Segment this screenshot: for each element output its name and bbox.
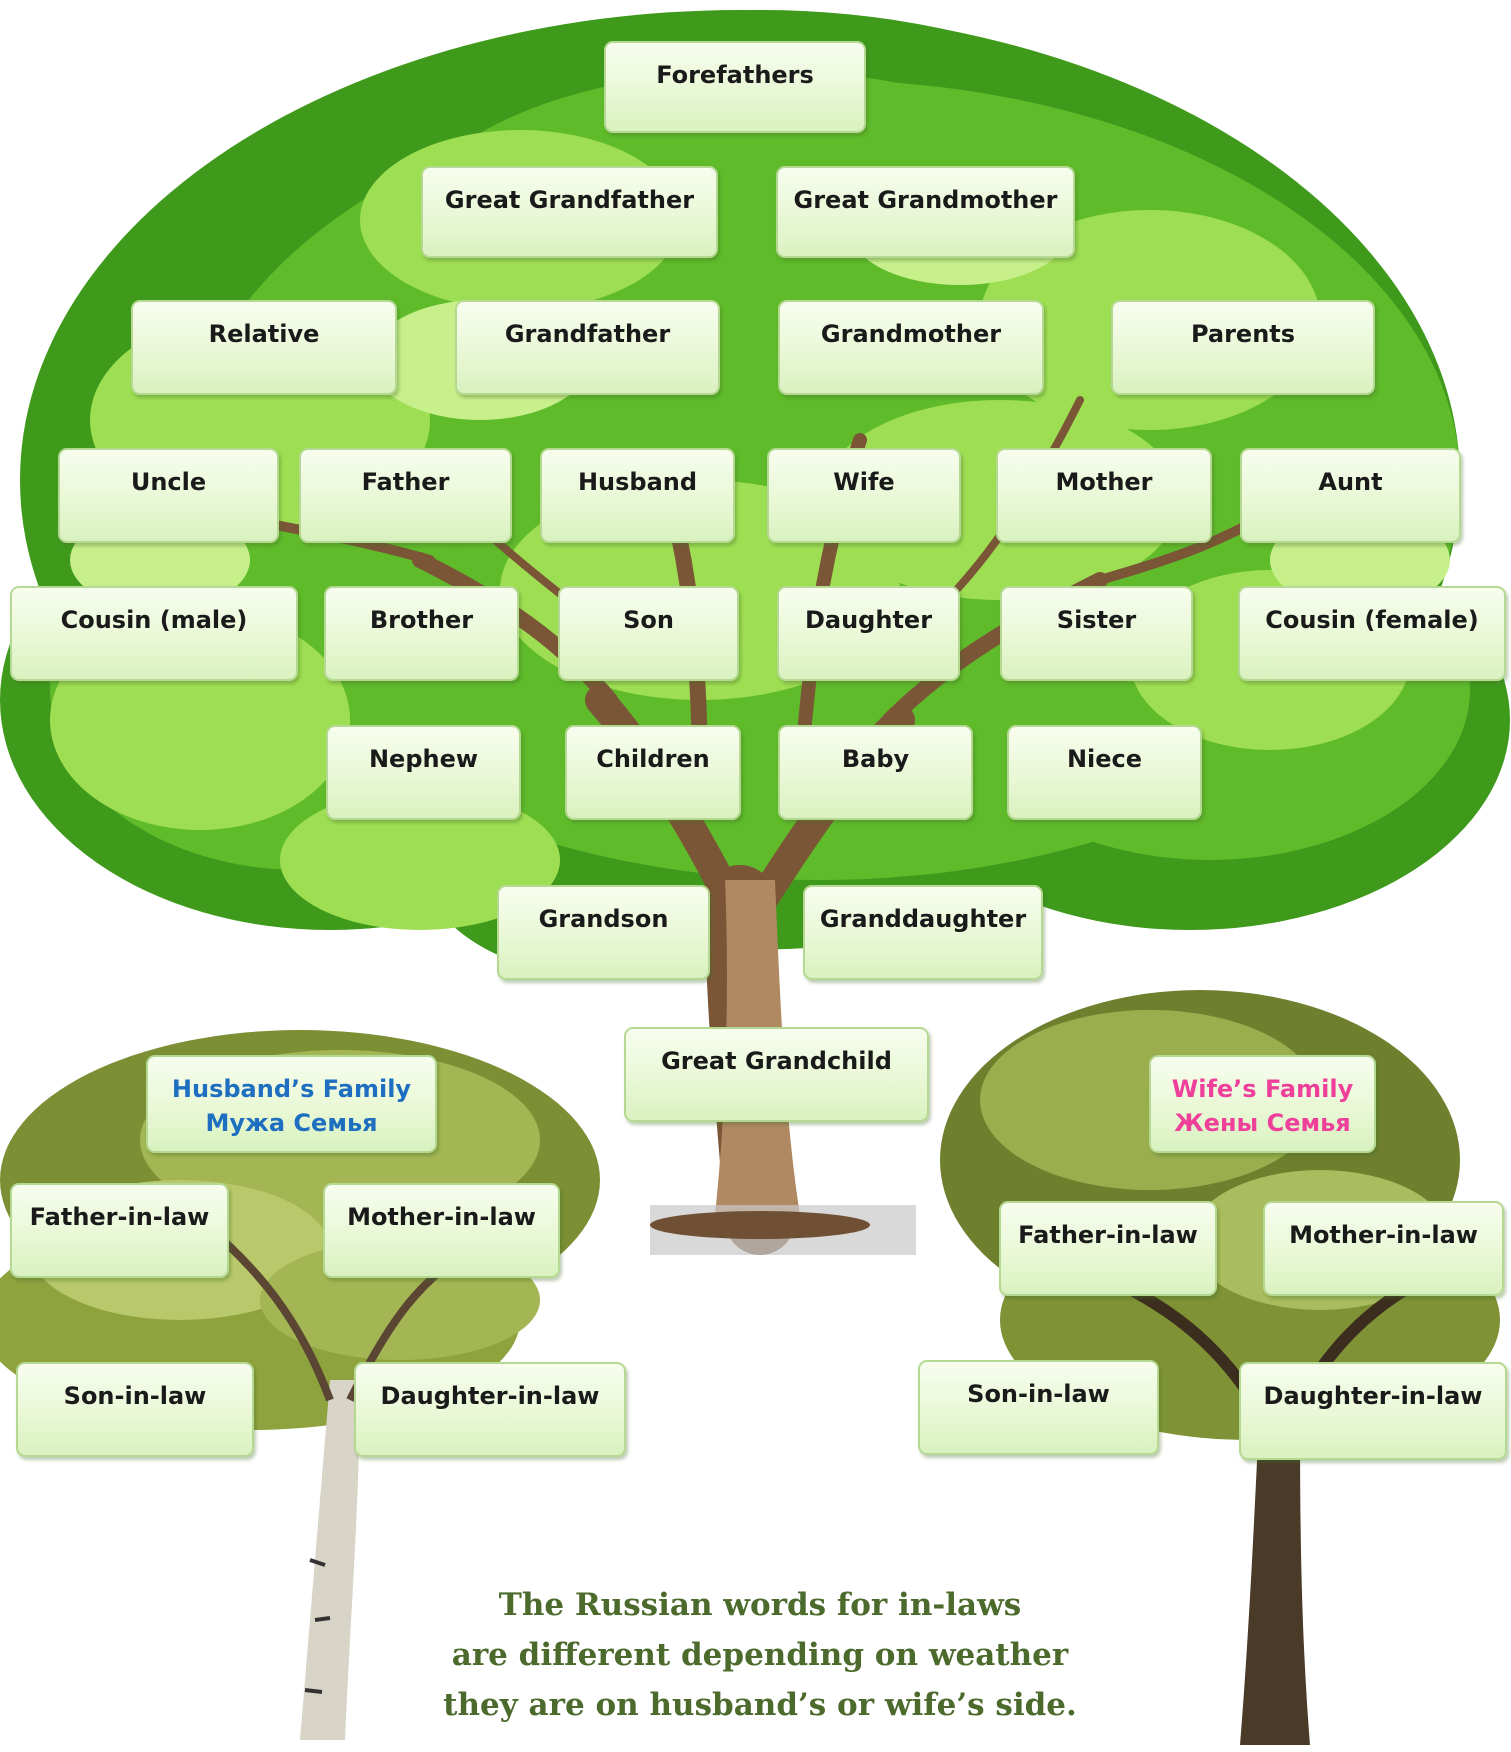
box-great-grandmother: Great Grandmother	[776, 166, 1075, 258]
label-great-grandfather: Great Grandfather	[444, 186, 695, 214]
box-grandson: Grandson	[497, 885, 710, 980]
box-sister: Sister	[1000, 586, 1193, 681]
label-grandmother: Grandmother	[820, 320, 1002, 348]
label-son: Son	[623, 606, 674, 634]
label-brother: Brother	[369, 606, 474, 634]
label-great-grandchild: Great Grandchild	[661, 1047, 892, 1075]
caption-line-1: The Russian words for in-laws	[498, 1587, 1022, 1623]
label-husband-father-in-law: Father-in-law	[29, 1203, 210, 1231]
box-husband-son-in-law: Son-in-law	[16, 1362, 254, 1457]
label-wife-mother-in-law: Mother-in-law	[1289, 1221, 1478, 1249]
box-nephew: Nephew	[326, 725, 521, 820]
box-wife-daughter-in-law: Daughter-in-law	[1239, 1362, 1507, 1460]
box-husband-mother-in-law: Mother-in-law	[323, 1183, 560, 1278]
label-cousin-male: Cousin (male)	[60, 606, 248, 634]
box-cousin-male: Cousin (male)	[10, 586, 298, 681]
label-wife-daughter-in-law: Daughter-in-law	[1263, 1382, 1483, 1410]
label-wife-father-in-law: Father-in-law	[1018, 1221, 1198, 1249]
box-husband-father-in-law: Father-in-law	[10, 1183, 229, 1278]
label-aunt: Aunt	[1318, 468, 1383, 496]
box-brother: Brother	[324, 586, 519, 681]
box-forefathers: Forefathers	[604, 41, 866, 133]
box-uncle: Uncle	[58, 448, 279, 543]
label-wife: Wife	[833, 468, 895, 496]
label-husband: Husband	[577, 468, 698, 496]
box-grandmother: Grandmother	[778, 300, 1044, 395]
box-father: Father	[299, 448, 512, 543]
box-mother: Mother	[996, 448, 1212, 543]
wife-family-title-box: Wife’s Family Жены Семья	[1149, 1055, 1376, 1153]
box-daughter: Daughter	[777, 586, 960, 681]
box-great-grandfather: Great Grandfather	[421, 166, 718, 258]
label-cousin-female: Cousin (female)	[1265, 606, 1479, 634]
box-wife-son-in-law: Son-in-law	[918, 1360, 1159, 1455]
label-husband-mother-in-law: Mother-in-law	[347, 1203, 536, 1231]
wife-family-title-en: Wife’s Family	[1171, 1075, 1354, 1103]
label-granddaughter: Granddaughter	[819, 905, 1027, 933]
box-great-grandchild: Great Grandchild	[624, 1027, 929, 1122]
label-mother: Mother	[1055, 468, 1153, 496]
label-nephew: Nephew	[368, 745, 479, 773]
box-parents: Parents	[1111, 300, 1375, 395]
label-uncle: Uncle	[130, 468, 207, 496]
label-wife-son-in-law: Son-in-law	[967, 1380, 1110, 1408]
box-wife: Wife	[767, 448, 961, 543]
husband-family-title-box: Husband’s Family Мужа Семья	[146, 1055, 437, 1153]
wife-family-title-ru: Жены Семья	[1174, 1108, 1351, 1137]
box-baby: Baby	[778, 725, 973, 820]
label-sister: Sister	[1056, 606, 1137, 634]
label-husband-son-in-law: Son-in-law	[63, 1382, 207, 1410]
caption-line-2: are different depending on weather	[451, 1637, 1069, 1673]
label-forefathers: Forefathers	[656, 61, 814, 89]
label-parents: Parents	[1190, 320, 1296, 348]
box-husband: Husband	[540, 448, 735, 543]
husband-family-title-en: Husband’s Family	[171, 1075, 412, 1103]
box-wife-father-in-law: Father-in-law	[999, 1201, 1217, 1296]
box-grandfather: Grandfather	[455, 300, 720, 395]
label-relative: Relative	[208, 320, 320, 348]
box-granddaughter: Granddaughter	[803, 885, 1043, 980]
label-grandson: Grandson	[538, 905, 669, 933]
box-children: Children	[565, 725, 741, 820]
box-cousin-female: Cousin (female)	[1238, 586, 1506, 681]
label-grandfather: Grandfather	[504, 320, 671, 348]
caption-line-3: they are on husband’s or wife’s side.	[443, 1687, 1077, 1723]
box-husband-daughter-in-law: Daughter-in-law	[354, 1362, 626, 1457]
label-daughter: Daughter	[804, 606, 933, 634]
label-baby: Baby	[841, 745, 910, 773]
label-father: Father	[361, 468, 450, 496]
box-wife-mother-in-law: Mother-in-law	[1263, 1201, 1504, 1296]
box-son: Son	[558, 586, 739, 681]
box-relative: Relative	[131, 300, 397, 395]
caption: The Russian words for in-laws are differ…	[380, 1580, 1140, 1730]
label-children: Children	[596, 745, 710, 773]
label-great-grandmother: Great Grandmother	[793, 186, 1058, 214]
box-niece: Niece	[1007, 725, 1202, 820]
label-niece: Niece	[1066, 745, 1143, 773]
box-aunt: Aunt	[1240, 448, 1461, 543]
label-husband-daughter-in-law: Daughter-in-law	[380, 1382, 600, 1410]
husband-family-title-ru: Мужа Семья	[205, 1108, 378, 1137]
